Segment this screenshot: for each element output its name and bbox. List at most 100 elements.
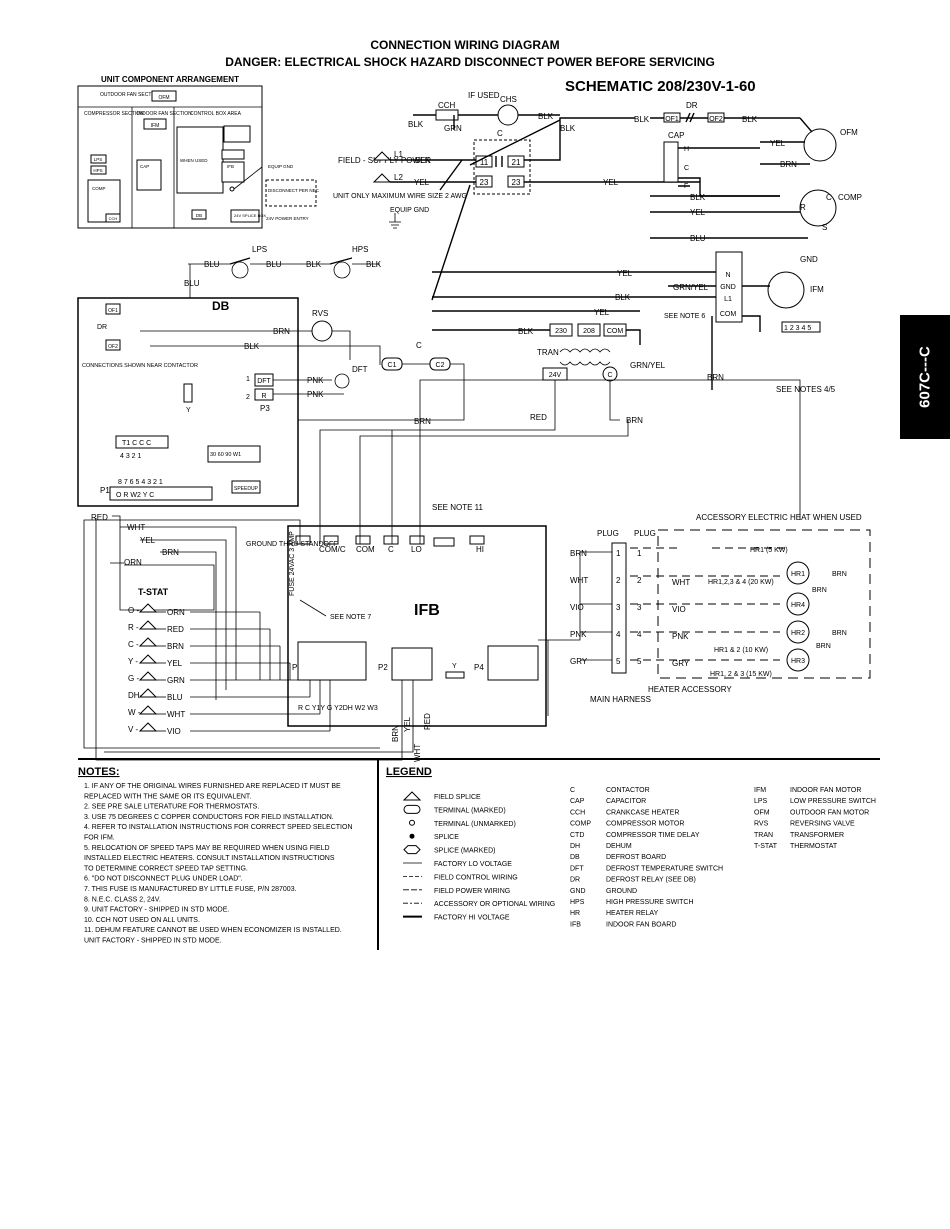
svg-text:RED: RED xyxy=(423,713,432,730)
svg-text:IFM: IFM xyxy=(151,123,160,129)
svg-text:ACCESSORY ELECTRIC HEAT WHEN U: ACCESSORY ELECTRIC HEAT WHEN USED xyxy=(696,513,862,522)
svg-text:GROUND THRU STANDOFF: GROUND THRU STANDOFF xyxy=(246,541,338,548)
svg-text:C: C xyxy=(416,341,422,350)
svg-text:BLK: BLK xyxy=(518,327,534,336)
svg-text:R: R xyxy=(800,203,806,212)
note-line: 11. DEHUM FEATURE CANNOT BE USED WHEN EC… xyxy=(84,927,342,934)
svg-text:BLU: BLU xyxy=(204,260,220,269)
chs-switch xyxy=(497,104,519,126)
outdoor-fan-motor xyxy=(803,128,837,162)
svg-text:YEL: YEL xyxy=(594,308,610,317)
note-line: REPLACED WITH THE SAME OR ITS EQUIVALENT… xyxy=(84,793,251,800)
plug-pin-number-accessory: 4 xyxy=(637,630,642,639)
tstat-wire-color: BRN xyxy=(167,642,184,651)
svg-text:P4: P4 xyxy=(474,663,484,672)
tstat-terminal-label: Y - xyxy=(128,657,138,666)
tstat-terminal-label: V - xyxy=(128,725,139,734)
heater-section: PLUG PLUG MAIN HARNESS HEATER ACCESSORY … xyxy=(538,513,871,716)
svg-text:P3: P3 xyxy=(260,404,270,413)
svg-text:1: 1 xyxy=(246,376,250,383)
note-line: UNIT FACTORY - SHIPPED IN STD MODE. xyxy=(84,938,222,945)
notes-title: NOTES: xyxy=(78,766,120,778)
run-capacitor xyxy=(663,141,679,183)
svg-text:YEL: YEL xyxy=(690,208,706,217)
legend-abbr: DFT xyxy=(570,865,584,872)
svg-text:GND: GND xyxy=(720,284,736,291)
tstat-wire-color: RED xyxy=(167,625,184,634)
note-line: 10. CCH NOT USED ON ALL UNITS. xyxy=(84,917,200,924)
svg-text:COMPRESSOR SECTION: COMPRESSOR SECTION xyxy=(84,111,144,117)
svg-text:Y: Y xyxy=(186,407,191,414)
svg-text:C1: C1 xyxy=(388,362,397,369)
svg-text:8 7 6 5 4 3 2 1: 8 7 6 5 4 3 2 1 xyxy=(118,479,163,486)
svg-text:LPS: LPS xyxy=(252,245,267,254)
note-line: 5. RELOCATION OF SPEED TAPS MAY BE REQUI… xyxy=(84,845,330,852)
svg-text:MAIN HARNESS: MAIN HARNESS xyxy=(590,695,651,704)
legend-abbr-desc: HEATER RELAY xyxy=(606,910,659,917)
legend-abbr-desc: REVERSING VALVE xyxy=(790,821,855,828)
svg-text:INDOOR FAN SECTION: INDOOR FAN SECTION xyxy=(137,111,192,117)
svg-text:HR1: HR1 xyxy=(791,571,805,578)
legend-abbr-desc: LOW PRESSURE SWITCH xyxy=(790,798,876,805)
svg-text:2: 2 xyxy=(246,394,250,401)
compressor-motor xyxy=(799,189,837,227)
svg-text:C: C xyxy=(607,372,612,379)
legend-symbol-label: ACCESSORY OR OPTIONAL WIRING xyxy=(434,901,555,908)
svg-text:IFM: IFM xyxy=(810,285,824,294)
svg-text:SEE NOTE 7: SEE NOTE 7 xyxy=(330,614,371,621)
legend-abbr-desc: COMPRESSOR TIME DELAY xyxy=(606,832,700,839)
indoor-fan-motor xyxy=(767,271,805,309)
legend-symbol-item: FIELD CONTROL WIRING xyxy=(403,874,518,881)
svg-text:CONNECTIONS SHOWN NEAR CONTACT: CONNECTIONS SHOWN NEAR CONTACTOR xyxy=(82,363,198,369)
section-tab-label: 607C---C xyxy=(916,346,934,408)
svg-text:PLUG: PLUG xyxy=(634,529,656,538)
plug-pin-number-accessory: 5 xyxy=(637,657,642,666)
svg-text:BLK: BLK xyxy=(742,115,758,124)
ifb-terminals: COM/C COM C LO HI xyxy=(295,535,485,554)
svg-text:Y: Y xyxy=(452,663,457,670)
legend-abbr: C xyxy=(570,787,575,794)
transformer xyxy=(559,348,611,366)
svg-text:C: C xyxy=(826,193,832,202)
svg-text:OFM: OFM xyxy=(158,95,169,101)
svg-text:CONTROL BOX AREA: CONTROL BOX AREA xyxy=(190,111,242,117)
svg-text:HR2: HR2 xyxy=(791,630,805,637)
svg-text:TRAN: TRAN xyxy=(537,348,559,357)
svg-text:LO: LO xyxy=(411,545,422,554)
svg-text:L2: L2 xyxy=(394,173,403,182)
svg-text:IFB: IFB xyxy=(414,602,440,619)
svg-text:PNK: PNK xyxy=(307,390,324,399)
svg-text:BLU: BLU xyxy=(690,234,706,243)
note-line: 3. USE 75 DEGREES C COPPER CONDUCTORS FO… xyxy=(84,814,334,821)
plug-pin-number: 3 xyxy=(616,603,621,612)
legend-abbr: TRAN xyxy=(754,832,773,839)
svg-text:23: 23 xyxy=(480,178,489,187)
legend-abbr: HPS xyxy=(570,899,585,906)
svg-text:L1: L1 xyxy=(394,150,403,159)
plug-pin-number: 4 xyxy=(616,630,621,639)
svg-text:SEE NOTES 4/5: SEE NOTES 4/5 xyxy=(776,385,836,394)
svg-text:YEL: YEL xyxy=(403,716,412,732)
svg-text:P1: P1 xyxy=(100,486,110,495)
legend-abbr: RVS xyxy=(754,821,769,828)
legend-symbol-item: TERMINAL (MARKED) xyxy=(403,804,506,814)
svg-text:OF1: OF1 xyxy=(665,116,679,123)
svg-text:BLU: BLU xyxy=(184,279,200,288)
arrangement-title: UNIT COMPONENT ARRANGEMENT xyxy=(101,75,239,84)
svg-text:RED: RED xyxy=(91,513,108,522)
svg-text:23: 23 xyxy=(512,178,521,187)
svg-text:YEL: YEL xyxy=(603,178,619,187)
tstat-terminal-g: G -GRN xyxy=(128,671,300,685)
svg-text:HPS: HPS xyxy=(352,245,368,254)
svg-text:COM: COM xyxy=(356,545,375,554)
heater-wire-color: PNK xyxy=(672,632,689,641)
svg-text:BLK: BLK xyxy=(615,293,631,302)
svg-text:IFB: IFB xyxy=(227,164,234,169)
svg-text:BLK: BLK xyxy=(415,156,431,165)
legend-abbr-desc: INDOOR FAN BOARD xyxy=(606,921,676,928)
note-line: 1. IF ANY OF THE ORIGINAL WIRES FURNISHE… xyxy=(84,783,341,790)
legend-abbr-desc: DEFROST BOARD xyxy=(606,854,666,861)
